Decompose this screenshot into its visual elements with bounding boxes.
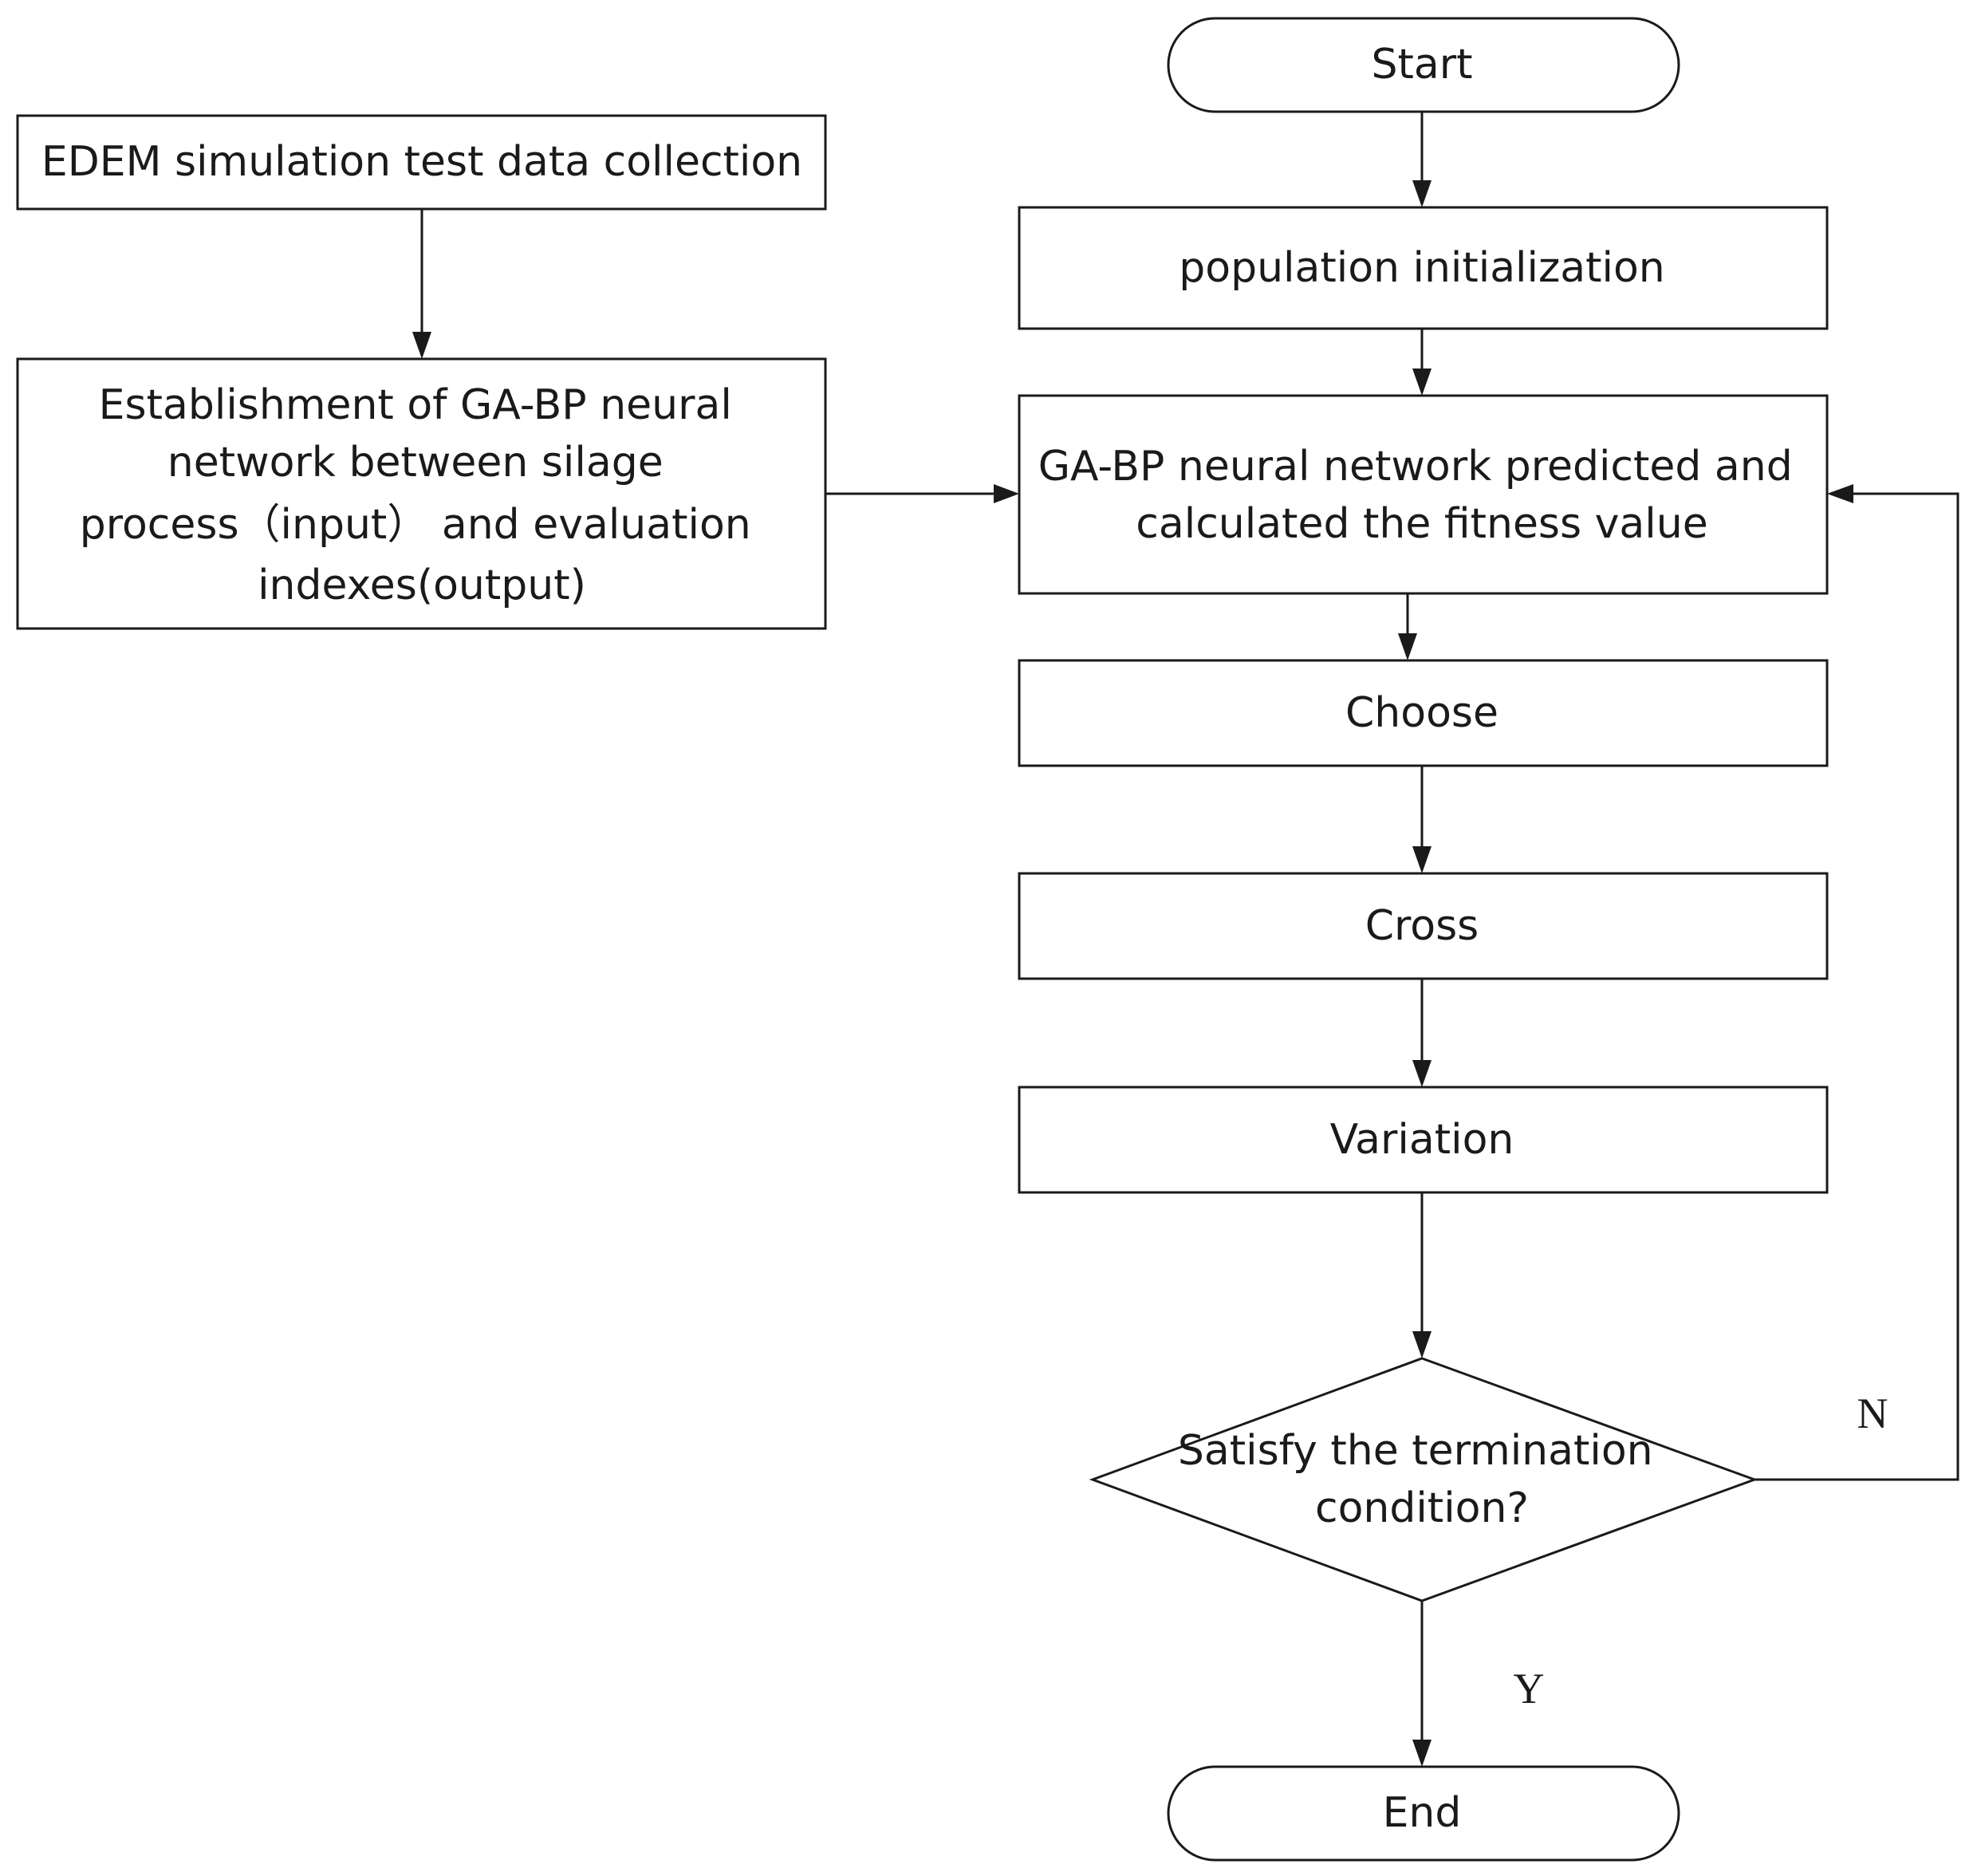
end-label: End — [1383, 1789, 1462, 1837]
establish-box — [16, 357, 827, 630]
start-terminal — [1167, 17, 1680, 113]
predict-label: GA-BP neural network predicted and calcu… — [1038, 443, 1806, 548]
decision-label: Satisfy the termination condition? — [1178, 1427, 1666, 1532]
arrow-establish-to-predict — [825, 484, 1019, 503]
arrow-cross-to-variation — [1412, 979, 1432, 1087]
arrow-decision-no-loop — [1754, 484, 1959, 1481]
decision-diamond — [1089, 1357, 1758, 1602]
edem-label: EDEM simulation test data collection — [41, 138, 802, 186]
choose-label: Choose — [1345, 689, 1499, 737]
predict-box — [1018, 394, 1829, 595]
arrow-start-to-population — [1412, 112, 1432, 207]
arrow-predict-to-choose — [1398, 593, 1417, 660]
arrow-variation-to-decision — [1412, 1192, 1432, 1358]
edem-box — [16, 114, 827, 211]
cross-label: Cross — [1365, 902, 1479, 950]
variation-label: Variation — [1330, 1116, 1514, 1164]
arrow-decision-yes-to-end — [1412, 1601, 1432, 1767]
arrow-choose-to-cross — [1412, 766, 1432, 873]
establish-label: Establishment of GA-BP neural network be… — [80, 381, 765, 609]
yes-branch-label: Y — [1514, 1665, 1545, 1712]
arrow-population-to-predict — [1412, 329, 1432, 396]
population-label: population initialization — [1179, 244, 1664, 292]
end-terminal — [1167, 1765, 1680, 1862]
arrow-edem-to-establish — [412, 209, 431, 359]
population-box — [1018, 206, 1829, 330]
no-branch-label: N — [1857, 1389, 1888, 1437]
start-label: Start — [1371, 41, 1472, 89]
